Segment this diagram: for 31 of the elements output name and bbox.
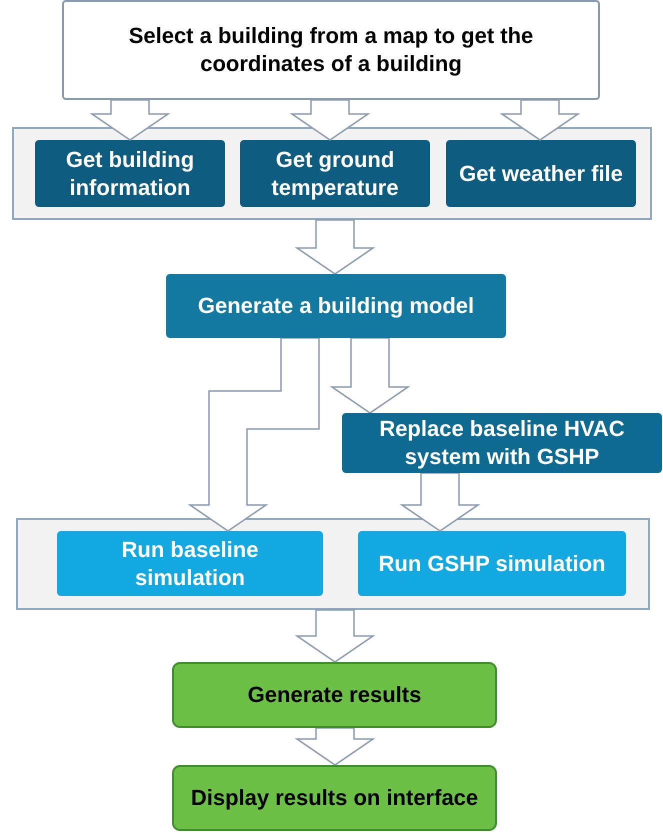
block-arrow [294,219,376,275]
node-text: Generate results [246,681,422,709]
node-text: Select a building from a map to get the coordinates of a building [128,22,534,78]
node-text: Get building information [64,146,196,202]
node-text: Generate a building model [196,292,476,320]
block-arrow [290,99,370,141]
result-box [172,662,497,728]
callout-box [62,0,600,100]
process-box [57,531,323,596]
node-text: Replace baseline HVAC system with GSHP [378,415,626,471]
node-text: Run baseline simulation [120,536,260,592]
node-text: Display results on interface [190,784,480,812]
block-arrow [90,99,170,141]
block-arrow [294,727,376,766]
node-text: Get weather file [458,160,624,188]
block-arrow [188,337,320,532]
process-box [166,274,506,338]
process-box [342,413,662,473]
node-text: Get ground temperature [270,146,400,202]
process-box [35,140,225,207]
block-arrow [500,99,580,141]
group-panel [12,127,652,220]
block-arrow [330,337,410,414]
block-arrow [294,609,376,663]
process-box [446,140,636,207]
group-panel [16,518,650,610]
process-box [240,140,430,207]
node-text: Run GSHP simulation [378,550,606,578]
result-box [172,765,497,831]
process-box [358,531,626,596]
block-arrow [400,472,480,532]
